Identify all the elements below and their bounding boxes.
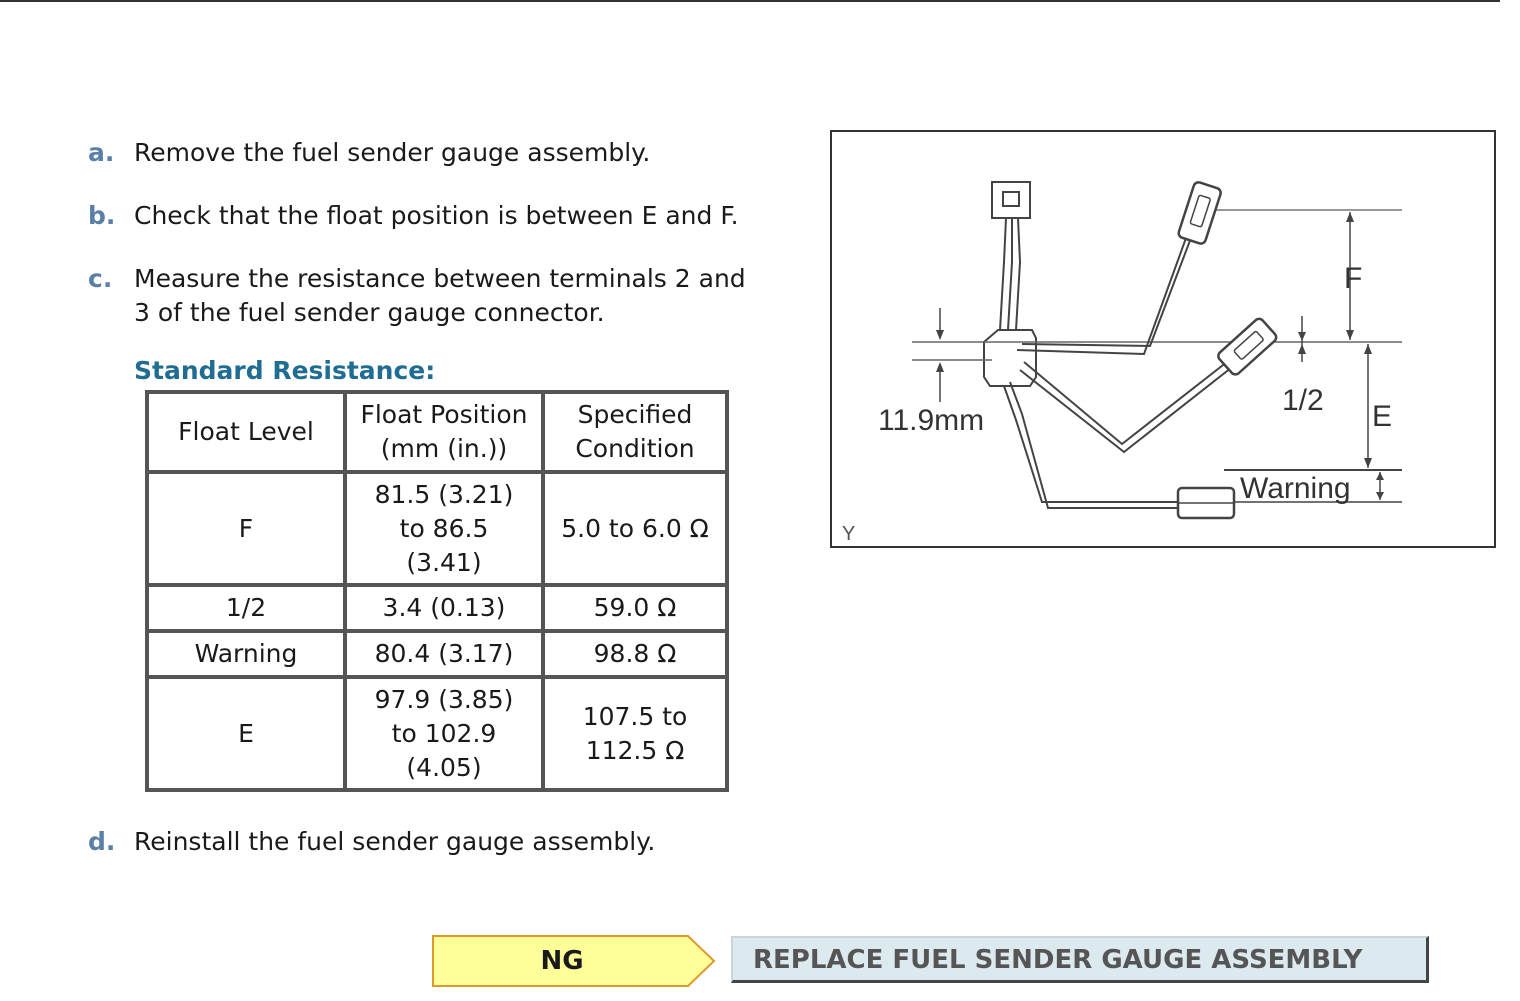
step-c-text-line1: Measure the resistance between terminals… [134, 264, 746, 293]
row-f-position-line3: (3.41) [406, 547, 482, 577]
dimension-arrowhead-top [936, 330, 944, 340]
e-arrowhead-top [1364, 344, 1372, 354]
float-arm-half-b [1019, 363, 1237, 454]
label-f: F [1344, 262, 1362, 295]
row-e-condition: 107.5 to 112.5 Ω [543, 677, 727, 790]
table-row: F 81.5 (3.21) to 86.5 (3.41) 5.0 to 6.0 … [147, 472, 727, 585]
label-corner: Y [842, 523, 855, 545]
wire-1 [999, 217, 1007, 331]
label-e: E [1372, 400, 1392, 433]
wire-2 [1007, 218, 1013, 331]
float-diagram-svg: 11.9mm F 1/2 E Warning Y [842, 181, 1402, 545]
row-e-level: E [147, 677, 345, 790]
label-warning: Warning [1240, 472, 1351, 505]
float-arm-warning-b [1003, 385, 1178, 503]
row-e-position: 97.9 (3.85) to 102.9 (4.05) [345, 677, 543, 790]
row-e-condition-line1: 107.5 to [582, 701, 688, 731]
float-half [1217, 317, 1278, 376]
connector-pin-block [1002, 191, 1020, 207]
row-e-position-line1: 97.9 (3.85) [374, 684, 514, 714]
row-warning-condition: 98.8 Ω [543, 631, 727, 677]
row-warning-level: Warning [147, 631, 345, 677]
replace-fuel-sender-gauge-link[interactable]: REPLACE FUEL SENDER GAUGE ASSEMBLY [731, 936, 1429, 983]
row-half-level: 1/2 [147, 585, 345, 631]
warning-arrowhead-bottom [1376, 492, 1384, 500]
ng-arrow-shape [432, 935, 716, 987]
row-e-position-line2: to 102.9 [391, 718, 497, 748]
half-arrowhead-bottom [1298, 344, 1306, 354]
row-f-position-line2: to 86.5 [399, 513, 489, 543]
float-position-diagram: 11.9mm F 1/2 E Warning Y [830, 130, 1496, 548]
step-d-text: Reinstall the fuel sender gauge assembly… [134, 827, 656, 856]
header-specified-condition: Specified Condition [543, 392, 727, 472]
header-specified-condition-line1: Specified [577, 400, 693, 429]
step-c-letter: c. [88, 264, 113, 293]
f-arrowhead-bottom [1346, 330, 1354, 340]
row-e-position-line3: (4.05) [406, 752, 482, 782]
row-half-position: 3.4 (0.13) [345, 585, 543, 631]
row-f-level: F [147, 472, 345, 585]
row-e-condition-line2: 112.5 Ω [585, 735, 685, 765]
warning-arrowhead-top [1376, 472, 1384, 480]
float-arm-warning-a [1009, 381, 1178, 509]
top-rule [0, 0, 1500, 2]
standard-resistance-heading: Standard Resistance: [134, 356, 436, 385]
float-arm-half-a [1023, 357, 1233, 446]
header-specified-condition-line2: Condition [575, 434, 695, 463]
float-arm-f-b [1021, 229, 1195, 348]
label-half: 1/2 [1282, 384, 1324, 417]
header-float-position-line1: Float Position [360, 400, 528, 429]
header-float-level: Float Level [147, 392, 345, 472]
dimension-arrowhead-bottom [936, 362, 944, 372]
row-f-condition: 5.0 to 6.0 Ω [543, 472, 727, 585]
table-row: 1/2 3.4 (0.13) 59.0 Ω [147, 585, 727, 631]
half-arrowhead-top [1298, 332, 1306, 341]
step-d-letter: d. [88, 827, 116, 856]
table-row: Warning 80.4 (3.17) 98.8 Ω [147, 631, 727, 677]
row-half-condition: 59.0 Ω [543, 585, 727, 631]
step-b-letter: b. [88, 201, 116, 230]
ng-label: NG [540, 946, 584, 976]
wire-3 [1015, 217, 1022, 331]
header-float-position: Float Position (mm (in.)) [345, 392, 543, 472]
step-b-text: Check that the float position is between… [134, 201, 739, 230]
table-row: E 97.9 (3.85) to 102.9 (4.05) 107.5 to 1… [147, 677, 727, 790]
step-c-text-line2: 3 of the fuel sender gauge connector. [134, 298, 605, 327]
float-warning [1176, 486, 1236, 520]
f-arrowhead-top [1346, 212, 1354, 222]
float-f [1177, 181, 1222, 245]
connector-housing [991, 181, 1031, 219]
ng-arrow[interactable]: NG [432, 935, 716, 987]
float-arm-f-a [1016, 226, 1191, 356]
step-a-letter: a. [88, 138, 115, 167]
step-a-text: Remove the fuel sender gauge assembly. [134, 138, 651, 167]
e-arrowhead-bottom [1364, 458, 1372, 468]
standard-resistance-table: Float Level Float Position (mm (in.)) Sp… [145, 390, 729, 792]
label-dimension-11-9mm: 11.9mm [878, 404, 984, 437]
table-header-row: Float Level Float Position (mm (in.)) Sp… [147, 392, 727, 472]
header-float-position-line2: (mm (in.)) [380, 434, 508, 463]
row-f-position: 81.5 (3.21) to 86.5 (3.41) [345, 472, 543, 585]
row-warning-position: 80.4 (3.17) [345, 631, 543, 677]
row-f-position-line1: 81.5 (3.21) [374, 479, 514, 509]
